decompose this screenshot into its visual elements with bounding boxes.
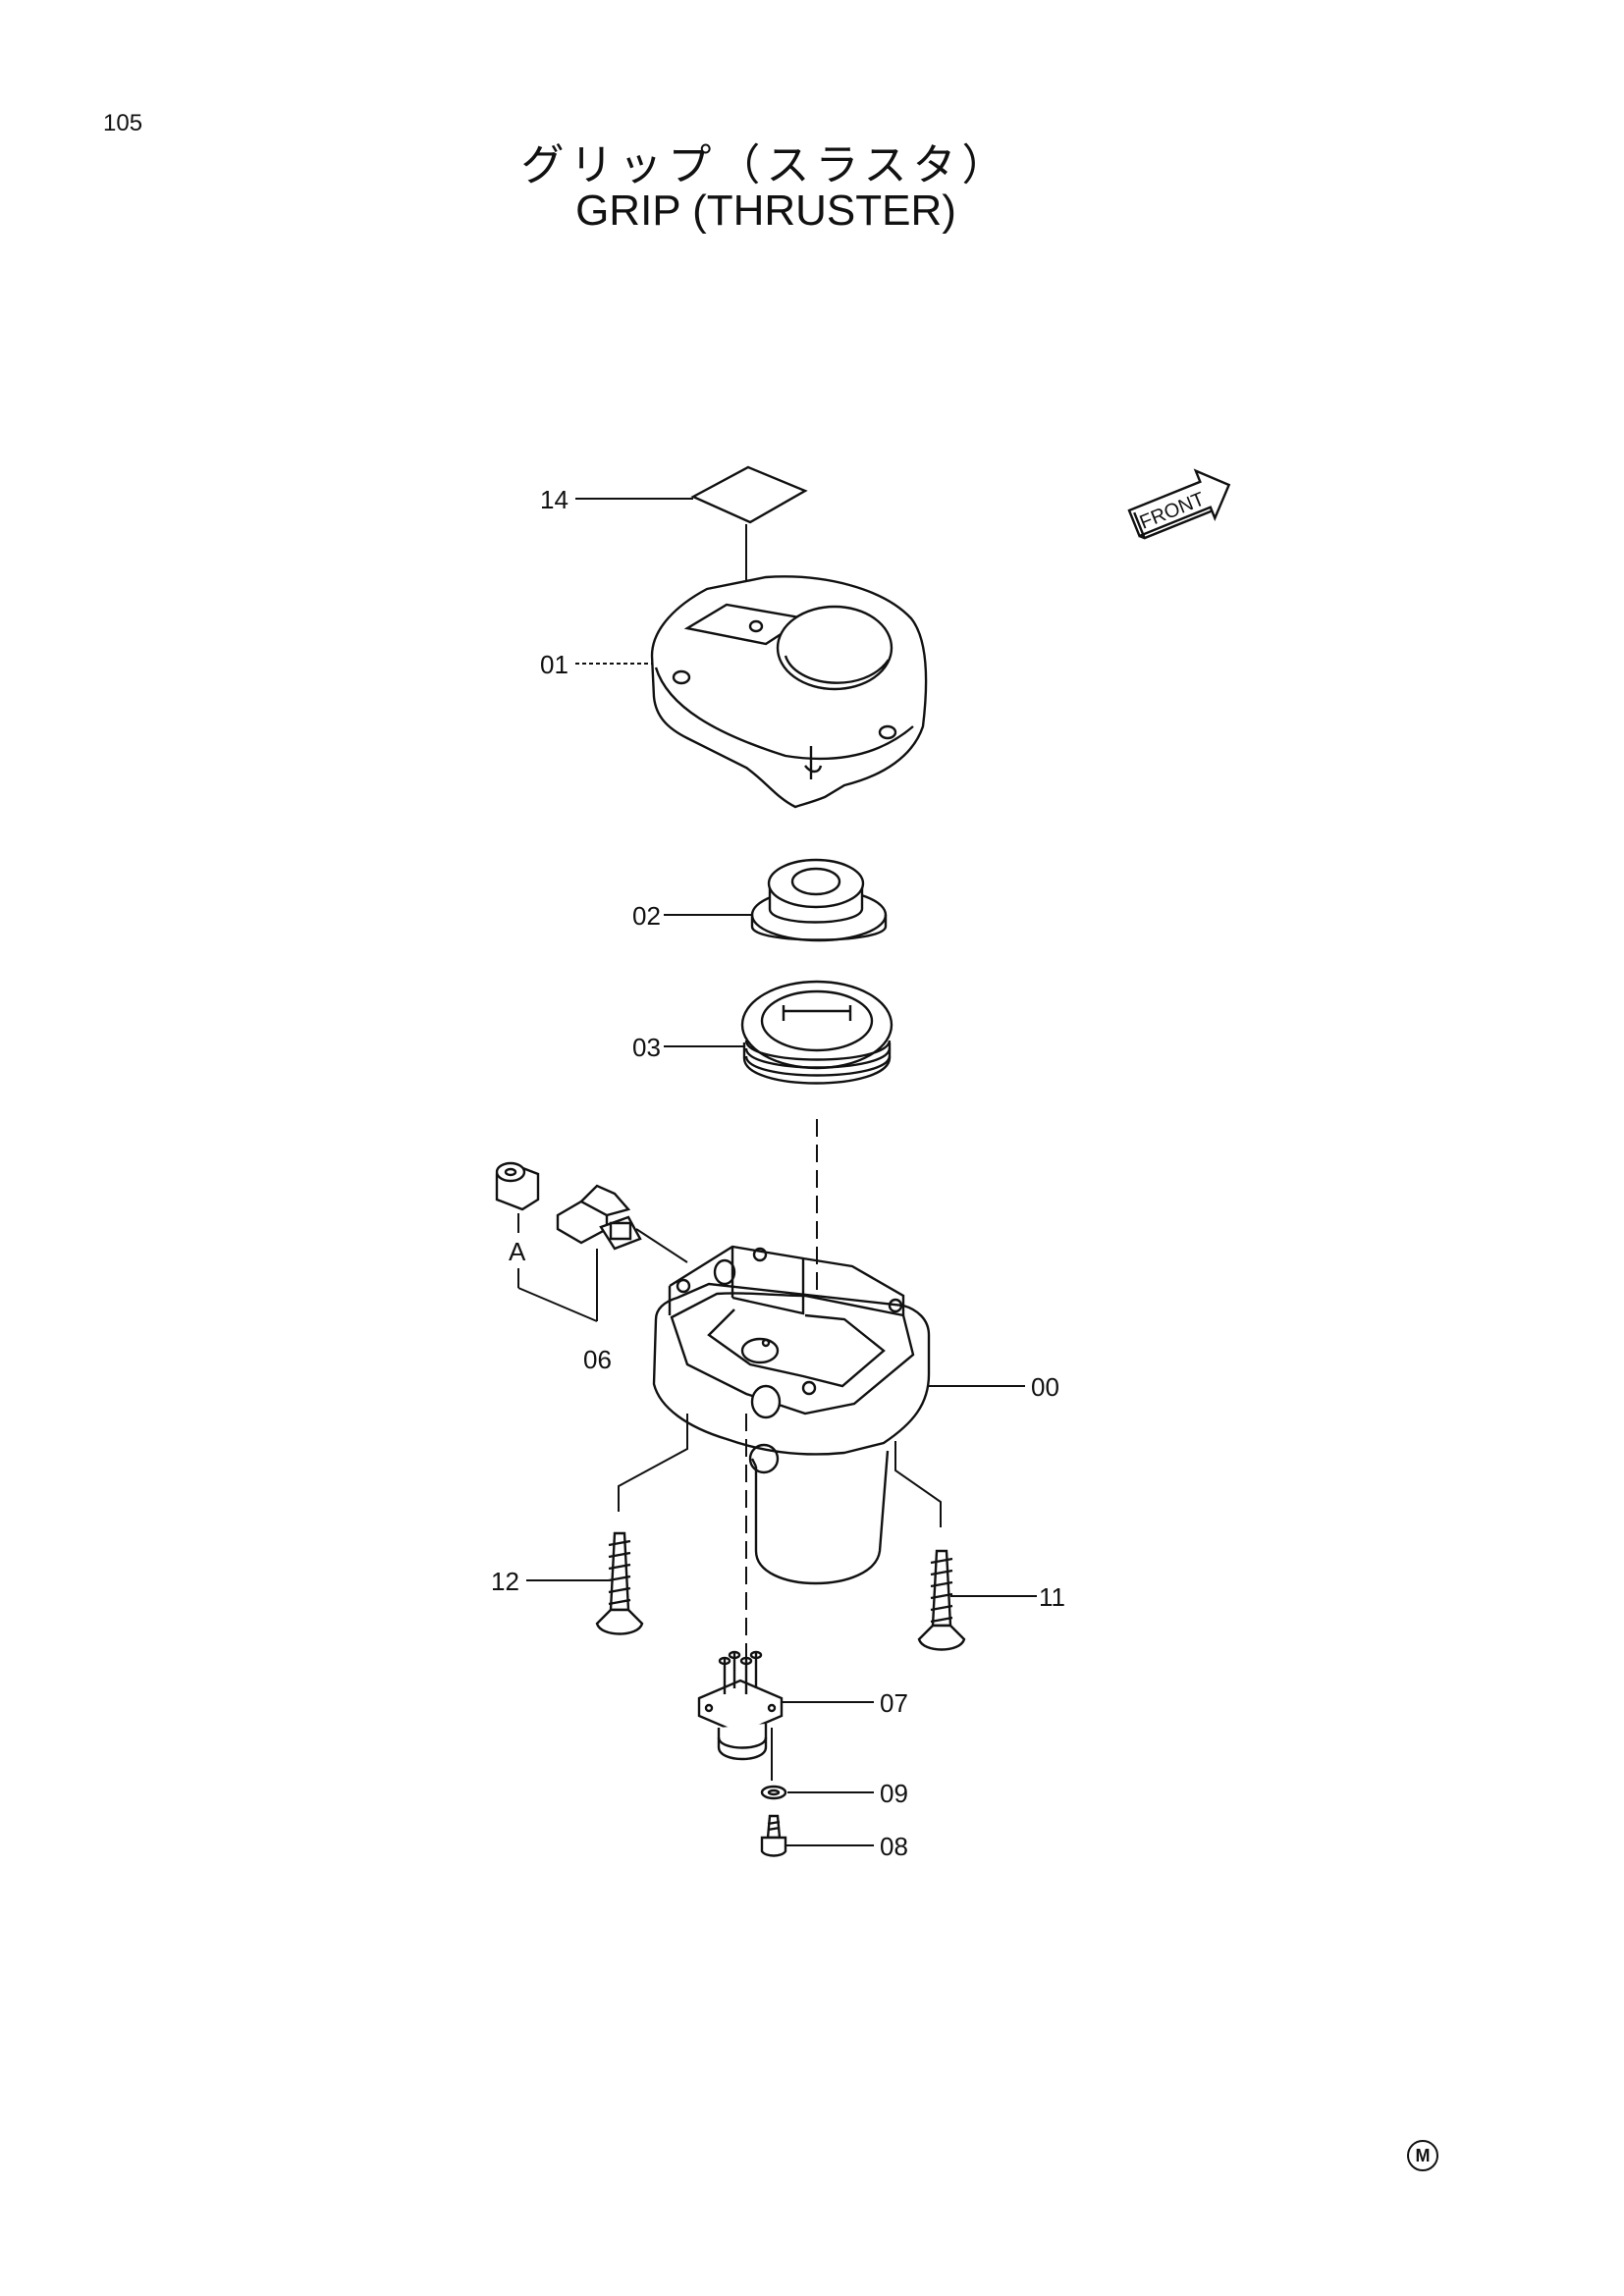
part-01-cover <box>575 575 928 809</box>
part-09-washer <box>760 1785 874 1800</box>
front-arrow-icon: FRONT <box>1127 468 1231 540</box>
callout-09: 09 <box>880 1779 908 1808</box>
part-06-switch <box>556 1184 688 1321</box>
part-03-threaded-ring <box>664 980 893 1085</box>
part-08-screw <box>760 1814 874 1857</box>
corner-mark: M <box>1407 2140 1438 2171</box>
part-11-screw <box>894 1441 1037 1651</box>
page-number: 105 <box>103 110 143 136</box>
callout-01: 01 <box>540 650 568 679</box>
title-english: GRIP (THRUSTER) <box>575 187 956 235</box>
callout-14: 14 <box>540 485 568 514</box>
callout-08: 08 <box>880 1832 908 1861</box>
callout-00: 00 <box>1031 1372 1059 1402</box>
part-02-bushing <box>664 858 888 942</box>
part-12-screw <box>526 1414 688 1635</box>
callout-03: 03 <box>632 1033 661 1062</box>
part-07-connector <box>697 1650 874 1781</box>
callout-02: 02 <box>632 901 661 931</box>
callout-07: 07 <box>880 1688 908 1718</box>
part-14-label-plate <box>575 465 808 599</box>
title-japanese: グリップ（スラスタ） <box>520 140 1011 190</box>
part-00-grip-body <box>652 1245 1025 1585</box>
part-a-cap <box>495 1161 598 1322</box>
callout-11: 11 <box>1039 1582 1065 1612</box>
callout-a: A <box>509 1237 526 1266</box>
callout-12: 12 <box>491 1567 519 1596</box>
callout-06: 06 <box>583 1345 612 1374</box>
